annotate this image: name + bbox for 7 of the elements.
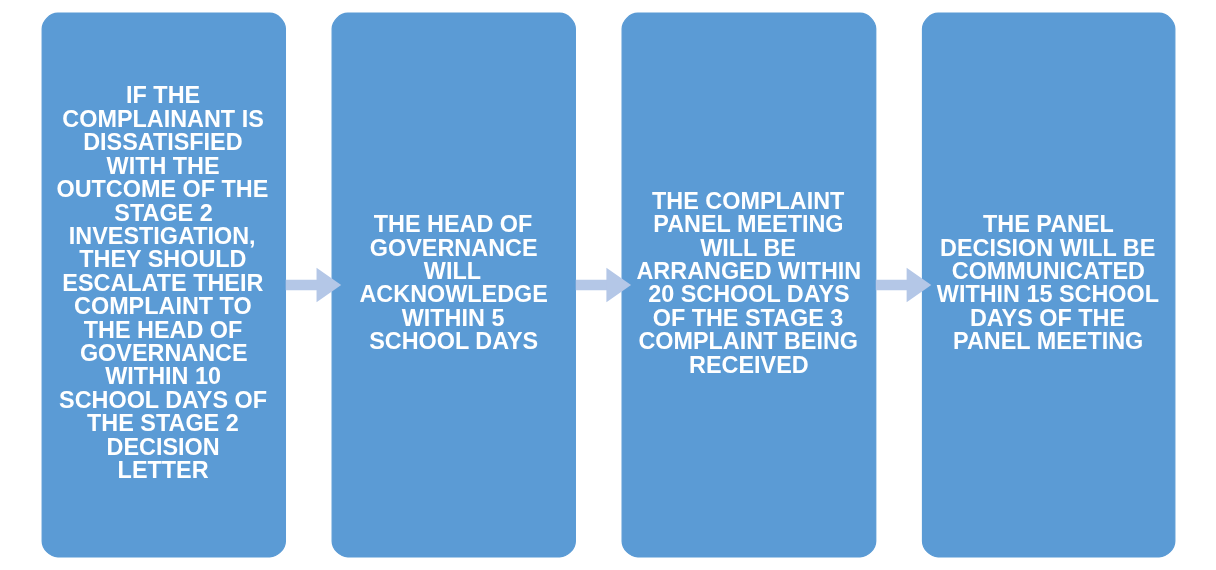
node-box: THE PANEL DECISION WILL BE COMMUNICATED WITHIN 15 SCHOOL DAYS OF THE PANEL MEETING (921, 12, 1175, 558)
arrow (875, 267, 931, 303)
node-box: IF THE COMPLAINANT IS DISSATISFIED WITH THE OUTCOME OF THE STAGE 2 INVESTIGATION, THEY SHOULD ESCALATE THEIR COMPLAINT TO THE HEAD OF GOVERNANCE WITHIN 10 SCHOOL DAYS OF THE STAGE 2 DECISION LETTER (41, 12, 286, 558)
arrow (575, 267, 631, 303)
node-box: THE COMPLAINT PANEL MEETING WILL BE ARRANGED WITHIN 20 SCHOOL DAYS OF THE STAGE 3 COMPLAINT BEING RECEIVED (621, 12, 876, 558)
node-box: THE HEAD OF GOVERNANCE WILL ACKNOWLEDGE WITHIN 5 SCHOOL DAYS (331, 12, 576, 558)
arrow (285, 267, 341, 303)
